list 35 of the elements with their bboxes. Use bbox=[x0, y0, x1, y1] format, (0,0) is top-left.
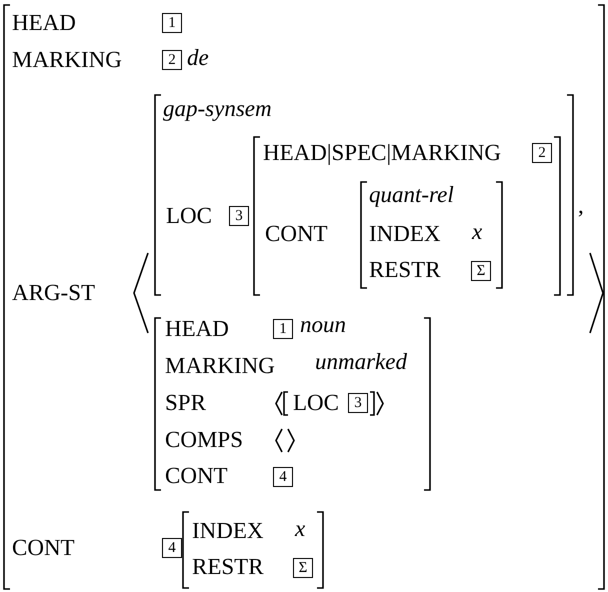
feature-name: ARG-ST bbox=[12, 280, 96, 306]
type-name: quant-rel bbox=[369, 182, 454, 208]
tag-index: 2 bbox=[532, 143, 552, 163]
tag-index: 4 bbox=[273, 467, 293, 487]
tag-index: 1 bbox=[273, 319, 293, 339]
tag-index: 1 bbox=[162, 13, 182, 33]
feature-value: unmarked bbox=[315, 349, 407, 375]
feature-name: COMPS bbox=[165, 427, 243, 453]
feature-name: INDEX bbox=[369, 221, 441, 247]
feature-name: RESTR bbox=[192, 554, 264, 580]
tag-index: Σ bbox=[293, 558, 313, 578]
feature-path: HEAD|SPEC|MARKING bbox=[263, 140, 501, 166]
feature-name: LOC bbox=[293, 390, 339, 416]
feature-name: SPR bbox=[165, 390, 206, 416]
type-name: gap-synsem bbox=[163, 96, 272, 122]
feature-name: CONT bbox=[165, 463, 228, 489]
feature-name: INDEX bbox=[192, 518, 264, 544]
feature-name: HEAD bbox=[165, 316, 229, 342]
variable: x bbox=[295, 516, 306, 542]
feature-value: noun bbox=[300, 312, 346, 338]
feature-name: RESTR bbox=[369, 257, 441, 283]
feature-name: CONT bbox=[12, 535, 75, 561]
feature-name: CONT bbox=[265, 221, 328, 247]
tag-index: 2 bbox=[162, 50, 182, 70]
feature-name: MARKING bbox=[12, 47, 122, 73]
feature-name: LOC bbox=[166, 203, 212, 229]
comma: , bbox=[578, 193, 584, 219]
feature-name: MARKING bbox=[165, 353, 275, 379]
tag-index: 3 bbox=[229, 206, 249, 226]
tag-index: 4 bbox=[162, 538, 182, 558]
feature-name: HEAD bbox=[12, 10, 76, 36]
tag-index: 3 bbox=[348, 393, 368, 413]
tag-index: Σ bbox=[471, 261, 491, 281]
variable: x bbox=[472, 219, 482, 245]
feature-value: de bbox=[187, 45, 209, 71]
